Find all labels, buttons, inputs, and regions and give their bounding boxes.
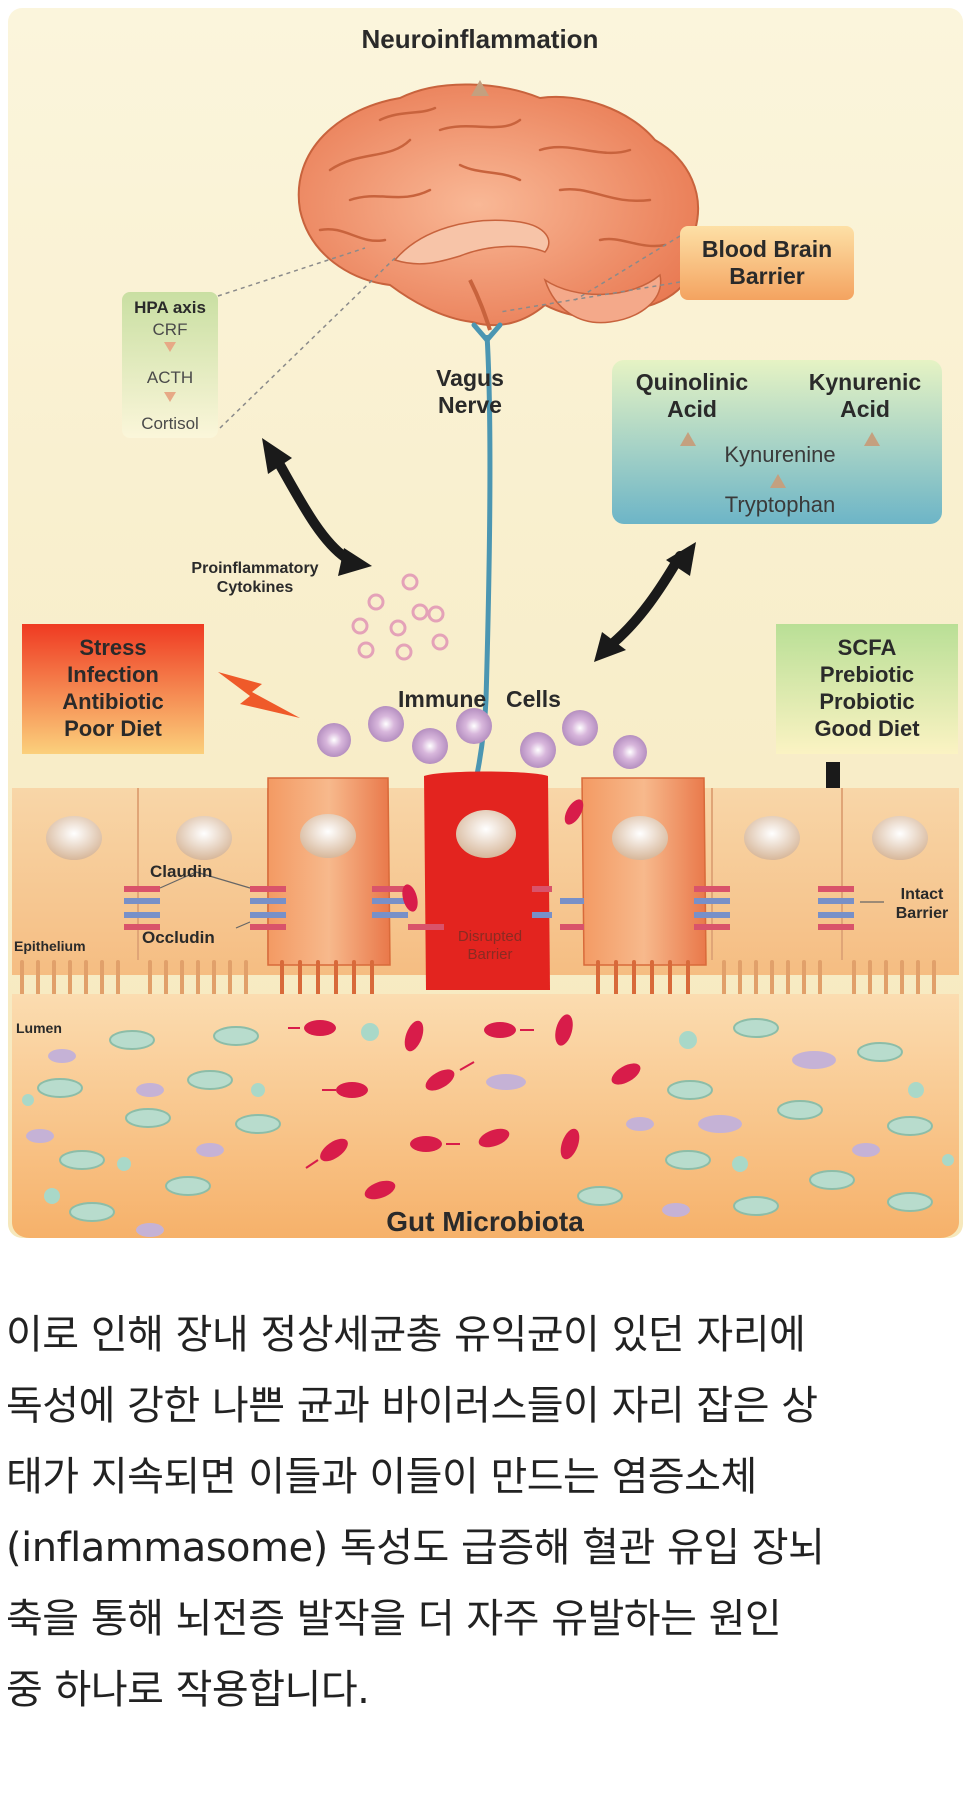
- stress-factors-label: Stress Infection Antibiotic Poor Diet: [62, 635, 164, 741]
- leader-lines: [217, 235, 681, 429]
- caption-line: 축을 통해 뇌전증 발작을 더 자주 유발하는 원인: [6, 1596, 782, 1642]
- neuroinflammation-label: Neuroinflammation: [361, 24, 599, 54]
- cell-nuclei: [46, 810, 928, 860]
- cytokines-label: Proinflammatory Cytokines: [191, 560, 319, 596]
- arrow-head-icon: [666, 542, 696, 576]
- double-arrows: [271, 453, 685, 649]
- invading-bacteria: [402, 799, 584, 912]
- quinolinic-acid-label: Quinolinic Acid: [635, 368, 749, 422]
- arrow-head-icon: [338, 548, 372, 576]
- disrupted-barrier-label: Disrupted Barrier: [457, 928, 523, 963]
- arrow-head-icon: [594, 632, 626, 662]
- cytokine-particles: [351, 573, 449, 661]
- blood-brain-barrier-label: Blood Brain Barrier: [701, 235, 833, 289]
- kynurenine-pathway-box: [612, 360, 942, 524]
- vagus-nerve-label: Vagus Nerve: [436, 364, 504, 418]
- caption-line: 이로 인해 장내 정상세균총 유익균이 있던 자리에: [6, 1312, 806, 1358]
- blood-brain-barrier-box: [680, 226, 854, 300]
- inflamed-cell-left: [267, 777, 391, 966]
- hpa-axis-box: [122, 292, 218, 438]
- lightning-bolt-icon: [218, 672, 300, 718]
- caption-paragraph: 이로 인해 장내 정상세균총 유익균이 있던 자리에 독성에 강한 나쁜 균과 …: [6, 1300, 966, 1726]
- crf-label: CRF: [152, 320, 188, 339]
- diagram-graphics: [8, 8, 963, 1238]
- vagus-nerve-terminal: [471, 322, 503, 344]
- inflamed-cell-right: [581, 777, 707, 966]
- scfa-factors-box: [776, 624, 958, 754]
- intact-barrier-label: Intact Barrier: [895, 886, 949, 922]
- lumen-label: Lumen: [16, 1020, 62, 1036]
- caption-line: (inflammasome) 독성도 급증해 혈관 유입 장뇌: [6, 1525, 825, 1571]
- cortisol-label: Cortisol: [141, 414, 199, 433]
- tight-junctions: [124, 886, 854, 930]
- caption-line: 태가 지속되면 이들과 이들이 만드는 염증소체: [6, 1454, 757, 1500]
- caption-line: 중 하나로 작용합니다.: [6, 1667, 370, 1713]
- immune-cells: [317, 706, 647, 769]
- hpa-axis-title: HPA axis: [134, 298, 206, 317]
- gut-brain-axis-figure: Neuroinflammation Blood Brain Barrier HP…: [8, 8, 963, 1238]
- epithelium-label: Epithelium: [14, 938, 86, 954]
- arrow-head-icon: [262, 438, 292, 474]
- acth-label: ACTH: [146, 368, 194, 387]
- tryptophan-label: Tryptophan: [724, 492, 836, 517]
- stress-factors-box: [22, 624, 204, 754]
- lumen-area: [12, 994, 959, 1238]
- immune-label: Immune: [398, 686, 487, 712]
- microvilli: [20, 960, 936, 996]
- scfa-factors-label: SCFA Prebiotic Probiotic Good Diet: [814, 635, 920, 741]
- kynurenine-label: Kynurenine: [724, 442, 836, 467]
- kynurenic-acid-label: Kynurenic Acid: [808, 368, 922, 422]
- claudin-label: Claudin: [150, 862, 213, 881]
- brain-illustration: [297, 83, 700, 331]
- cells-label: Cells: [506, 686, 561, 712]
- caption-line: 독성에 강한 나쁜 균과 바이러스들이 자리 잡은 상: [6, 1383, 818, 1429]
- occludin-label: Occludin: [142, 928, 215, 947]
- microbiota: [22, 1014, 954, 1237]
- neuroinflammation-arrow-icon: [471, 80, 489, 96]
- gut-microbiota-label: Gut Microbiota: [386, 1206, 584, 1237]
- disrupted-cell: [424, 771, 550, 990]
- vagus-nerve-line: [467, 334, 493, 806]
